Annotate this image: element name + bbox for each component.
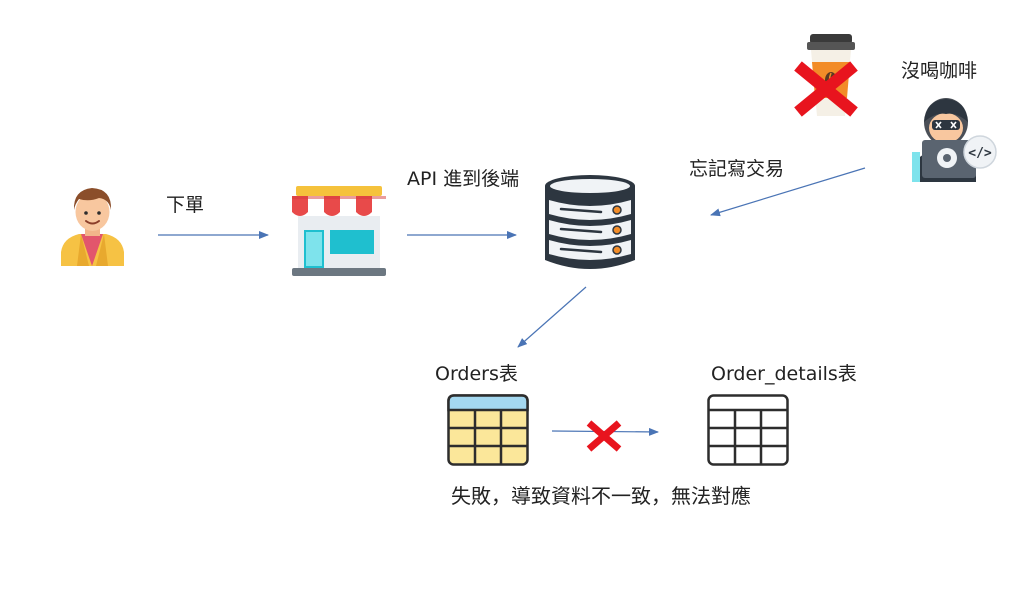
- coffee-cross-icon: [794, 60, 858, 118]
- yellow-table-icon: [447, 394, 529, 466]
- label-orders-table: Orders表: [435, 363, 518, 385]
- label-failure: 失敗，導致資料不一致，無法對應: [451, 484, 751, 508]
- label-order: 下單: [166, 194, 205, 216]
- arrow-database-to-orders: [517, 286, 587, 348]
- outline-table-icon: [707, 394, 789, 466]
- label-forgot-transaction: 忘記寫交易: [689, 158, 785, 180]
- svg-text:</>: </>: [968, 146, 992, 161]
- label-no-coffee: 沒喝咖啡: [901, 60, 978, 82]
- database-server-icon: [543, 174, 637, 274]
- failure-cross-icon: [586, 420, 622, 452]
- customer-avatar-icon: [55, 182, 130, 266]
- label-details-table: Order_details表: [711, 363, 857, 385]
- arrow-developer-to-database: [710, 167, 866, 217]
- developer-icon: </>: [910, 96, 998, 182]
- label-api: API 進到後端: [407, 168, 520, 190]
- storefront-icon: [290, 186, 388, 276]
